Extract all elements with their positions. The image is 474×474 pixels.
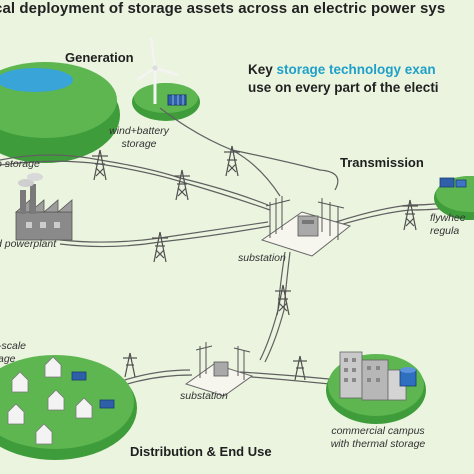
battery-icon [167,94,187,106]
reservoir-icon [0,68,73,92]
campus-label: commercial campus with thermal storage [318,425,438,451]
key-prefix: Key [248,62,273,77]
hydro-storage-label: o storage [0,158,40,170]
tower-icon [123,352,137,378]
campus-label-line-2: with thermal storage [330,438,426,450]
tower-icon [92,149,108,181]
campus-island [326,351,426,424]
community-storage-label-line-2: age [0,353,16,365]
wind-battery-label-line-1: wind+battery [109,125,169,137]
tower-icon [224,145,240,177]
key-highlight: storage technology exan [276,62,436,77]
transmission-heading: Transmission [340,155,424,170]
tower-icon [293,355,307,381]
substation-top-label: substation [238,252,286,264]
community-storage-label-line-1: -scale [0,340,27,352]
generation-heading: Generation [65,50,134,65]
wind-turbine-icon [136,37,179,104]
powerplant-icon [14,173,73,241]
wind-battery-label: wind+battery storage [104,125,174,151]
campus-label-line-1: commercial campus [331,425,425,437]
diagram-title: cal deployment of storage assets across … [0,0,446,17]
tower-icon [402,199,418,231]
battery-icons [71,371,115,409]
key-line-2: use on every part of the electi [248,80,439,95]
campus-buildings-icon [339,351,407,401]
tower-icon [152,231,168,263]
wind-battery-island [132,37,200,121]
key-line-1: Key storage technology exan [248,62,436,77]
flywheel-label-line-1: flywhee [430,212,466,224]
house-icons [7,356,93,445]
thermal-storage-tank-icon [399,367,417,387]
flywheel-icon [439,177,455,188]
tower-icons [92,145,418,381]
flywheel-label: flywhee regula [430,212,466,238]
powerplant-label: d powerplant [0,238,57,250]
hydro-storage-hill [0,62,120,163]
wind-battery-label-line-2: storage [121,138,157,150]
village-island [0,355,137,460]
substation-bottom-label: substation [180,390,228,402]
community-storage-label: -scale age [0,340,26,366]
substation-top-icon [260,196,352,257]
distribution-heading: Distribution & End Use [130,444,272,459]
substation-bottom-icon [184,342,254,397]
flywheel-label-line-2: regula [430,225,460,237]
tower-icon [174,169,190,201]
flywheel-island [434,176,474,220]
tower-icon [275,284,291,316]
